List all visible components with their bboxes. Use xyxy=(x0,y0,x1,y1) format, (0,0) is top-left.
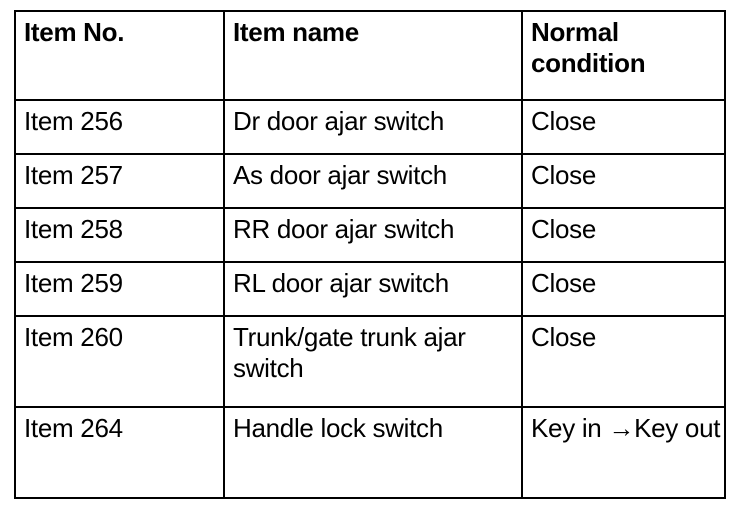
cell-item-no: Item 260 xyxy=(14,315,225,408)
cell-item-no: Item 257 xyxy=(14,153,225,209)
table-body: Item 256 Dr door ajar switch Close Item … xyxy=(14,99,726,499)
cell-normal-condition: Close xyxy=(521,261,726,317)
column-header-normal-condition: Normal condition xyxy=(521,10,726,101)
cell-item-no: Item 258 xyxy=(14,207,225,263)
cell-normal-condition: Close xyxy=(521,315,726,408)
column-header-item-no: Item No. xyxy=(14,10,225,101)
cell-item-name: Handle lock switch xyxy=(223,406,523,499)
table-row: Item 256 Dr door ajar switch Close xyxy=(14,99,726,155)
cell-item-name: As door ajar switch xyxy=(223,153,523,209)
cell-item-no: Item 264 xyxy=(14,406,225,499)
table-row: Item 264 Handle lock switch Key in →Key … xyxy=(14,406,726,499)
cell-normal-condition: Close xyxy=(521,99,726,155)
cell-item-name: RR door ajar switch xyxy=(223,207,523,263)
table-row: Item 259 RL door ajar switch Close xyxy=(14,261,726,317)
table-row: Item 257 As door ajar switch Close xyxy=(14,153,726,209)
table-row: Item 258 RR door ajar switch Close xyxy=(14,207,726,263)
cell-normal-condition: Close xyxy=(521,153,726,209)
cell-item-name: Dr door ajar switch xyxy=(223,99,523,155)
cell-item-name: RL door ajar switch xyxy=(223,261,523,317)
cell-normal-condition: Close xyxy=(521,207,726,263)
cell-item-no: Item 259 xyxy=(14,261,225,317)
column-header-item-name: Item name xyxy=(223,10,523,101)
cell-normal-condition: Key in →Key out xyxy=(521,406,726,499)
cell-item-no: Item 256 xyxy=(14,99,225,155)
table-header: Item No. Item name Normal condition xyxy=(14,10,726,101)
table-row: Item 260 Trunk/gate trunk ajar switch Cl… xyxy=(14,315,726,408)
cell-item-name: Trunk/gate trunk ajar switch xyxy=(223,315,523,408)
table-header-row: Item No. Item name Normal condition xyxy=(14,10,726,101)
item-spec-table: Item No. Item name Normal condition Item… xyxy=(14,10,726,499)
